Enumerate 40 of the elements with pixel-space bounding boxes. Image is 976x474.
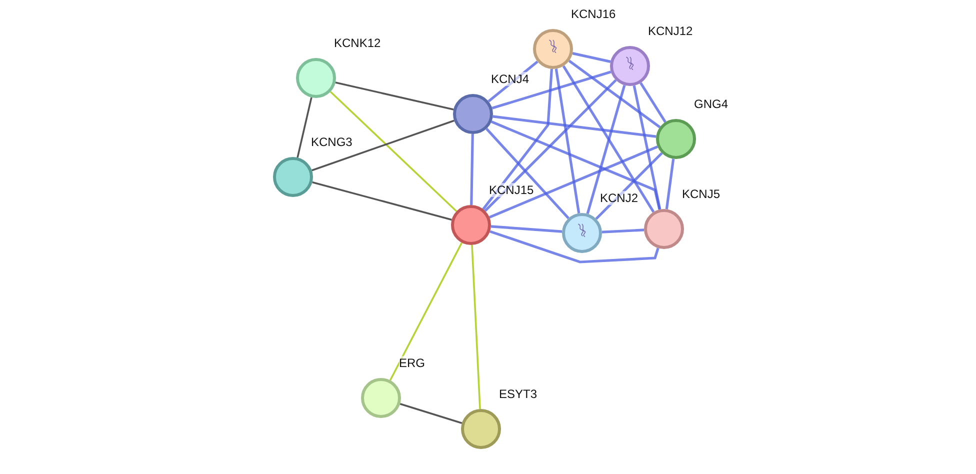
- interaction-line: [640, 82, 666, 123]
- interaction-line: [296, 97, 312, 158]
- interaction-line: [312, 181, 452, 221]
- interaction-line: [490, 225, 562, 233]
- interaction-line: [471, 244, 481, 410]
- interaction-line: [470, 134, 474, 206]
- protein-label: KCNK12: [334, 36, 381, 50]
- protein-label: KCNJ12: [648, 24, 693, 38]
- protein-label: ERG: [399, 356, 426, 370]
- interaction-line: [572, 52, 611, 63]
- interaction-line: [568, 60, 661, 128]
- interaction-line: [484, 79, 617, 212]
- interaction-line: [335, 82, 454, 110]
- interaction-line: [330, 91, 458, 212]
- protein-label: KCNJ16: [571, 7, 616, 21]
- interaction-line: [595, 152, 663, 220]
- interaction-line: [562, 65, 655, 213]
- interaction-line: [488, 146, 658, 218]
- interaction-line: [490, 230, 660, 264]
- protein-label: KCNJ15: [489, 183, 534, 197]
- protein-label: KCNG3: [311, 135, 352, 149]
- interaction-line: [632, 85, 662, 210]
- interaction-line: [586, 84, 626, 214]
- protein-label: GNG4: [694, 97, 728, 111]
- interaction-line: [490, 120, 661, 210]
- protein-label: KCNJ5: [682, 187, 720, 201]
- interaction-line: [602, 228, 644, 234]
- interaction-line: [554, 68, 580, 214]
- interaction-line: [312, 120, 454, 172]
- interaction-line: [492, 115, 656, 138]
- interaction-line: [492, 70, 612, 110]
- interaction-line: [488, 60, 538, 102]
- interaction-line: [482, 68, 553, 210]
- interaction-line: [400, 403, 462, 424]
- interaction-line: [486, 128, 570, 220]
- protein-label: KCNJ2: [600, 191, 638, 205]
- protein-label: ESYT3: [499, 387, 538, 401]
- interaction-line: [389, 242, 463, 381]
- interaction-line: [665, 158, 675, 210]
- protein-label: KCNJ4: [491, 72, 530, 86]
